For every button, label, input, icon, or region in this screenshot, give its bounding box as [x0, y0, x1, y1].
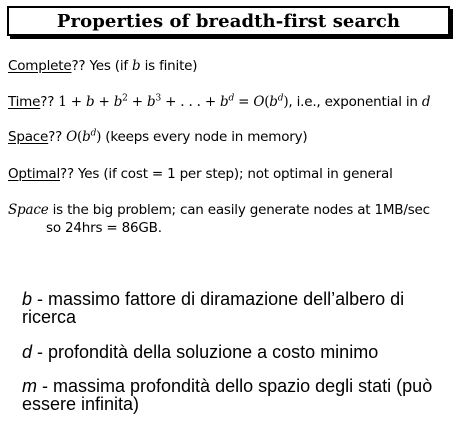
space-formula: O(bd) — [66, 128, 102, 145]
definition-text: - massima profondità dello spazio degli … — [22, 376, 433, 414]
definition-var: b — [22, 289, 33, 309]
time-label: Time — [8, 94, 41, 110]
time-formula: 1 + b + b2 + b3 + . . . + bd = O(bd) — [58, 93, 289, 110]
optimal-label: Optimal — [8, 166, 61, 182]
space-label: Space — [8, 129, 49, 145]
optimal-line: Optimal?? Yes (if cost = 1 per step); no… — [8, 166, 393, 182]
space-tail: (keeps every node in memory) — [101, 129, 308, 145]
complete-rest: ?? Yes (if — [71, 58, 133, 74]
definition-text: - massimo fattore di diramazione dell’al… — [22, 289, 405, 327]
definition-var: m — [22, 376, 37, 396]
time-qq: ?? — [40, 94, 59, 110]
slide-title-text: Properties of breadth-first search — [56, 10, 401, 32]
complete-line: Complete?? Yes (if b is finite) — [8, 58, 198, 74]
complete-tail: is finite) — [140, 58, 198, 74]
definition-d: d - profondità della soluzione a costo m… — [22, 343, 458, 361]
time-tail: , i.e., exponential in — [288, 94, 422, 110]
slide-title: Properties of breadth-first search — [7, 6, 450, 36]
time-line: Time?? 1 + b + b2 + b3 + . . . + bd = O(… — [8, 93, 431, 110]
complete-var: b — [132, 58, 141, 74]
time-var: d — [421, 94, 431, 110]
definition-var: d — [22, 342, 33, 362]
definition-b: b - massimo fattore di diramazione dell’… — [22, 290, 458, 326]
space-line: Space?? O(bd) (keeps every node in memor… — [8, 129, 308, 145]
space-note-text: is the big problem; can easily generate … — [48, 202, 430, 218]
optimal-rest: ?? Yes (if cost = 1 per step); not optim… — [60, 166, 393, 182]
space-note-line1: Space is the big problem; can easily gen… — [8, 202, 430, 218]
space-note-lead: Space — [8, 202, 49, 218]
space-qq: ?? — [48, 129, 67, 145]
space-note-text2: so 24hrs = 86GB. — [46, 220, 162, 236]
space-note-line2: so 24hrs = 86GB. — [46, 220, 162, 236]
definition-m: m - massima profondità dello spazio degl… — [22, 377, 458, 413]
definition-text: - profondità della soluzione a costo min… — [32, 342, 379, 362]
complete-label: Complete — [8, 58, 72, 74]
